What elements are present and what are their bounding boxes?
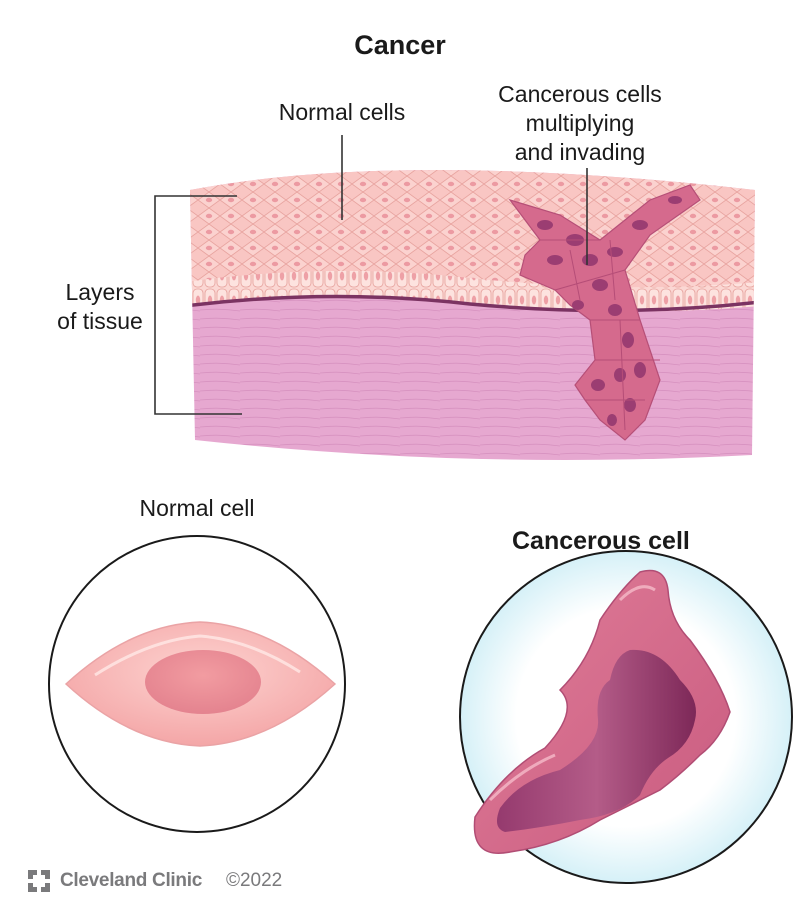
cleveland-clinic-logo-icon: [28, 870, 50, 892]
label-normal-cell: Normal cell: [139, 495, 255, 521]
footer-brand: Cleveland Clinic: [60, 870, 202, 891]
label-cancerous-cells: Cancerous cells multiplying and invading: [498, 81, 662, 165]
footer: Cleveland Clinic ©2022: [28, 870, 282, 892]
diagram-title: Cancer: [354, 30, 446, 60]
label-layers-of-tissue: Layers of tissue: [57, 279, 143, 334]
label-normal-cells: Normal cells: [278, 99, 406, 125]
normal-cell-illustration: [48, 535, 346, 833]
footer-copyright: ©2022: [225, 870, 283, 891]
cancerous-cell-illustration: [459, 550, 793, 884]
label-cancerous-cell: Cancerous cell: [512, 527, 690, 555]
cancer-invasion-cluster: [508, 184, 701, 441]
leader-lines: [154, 135, 588, 415]
